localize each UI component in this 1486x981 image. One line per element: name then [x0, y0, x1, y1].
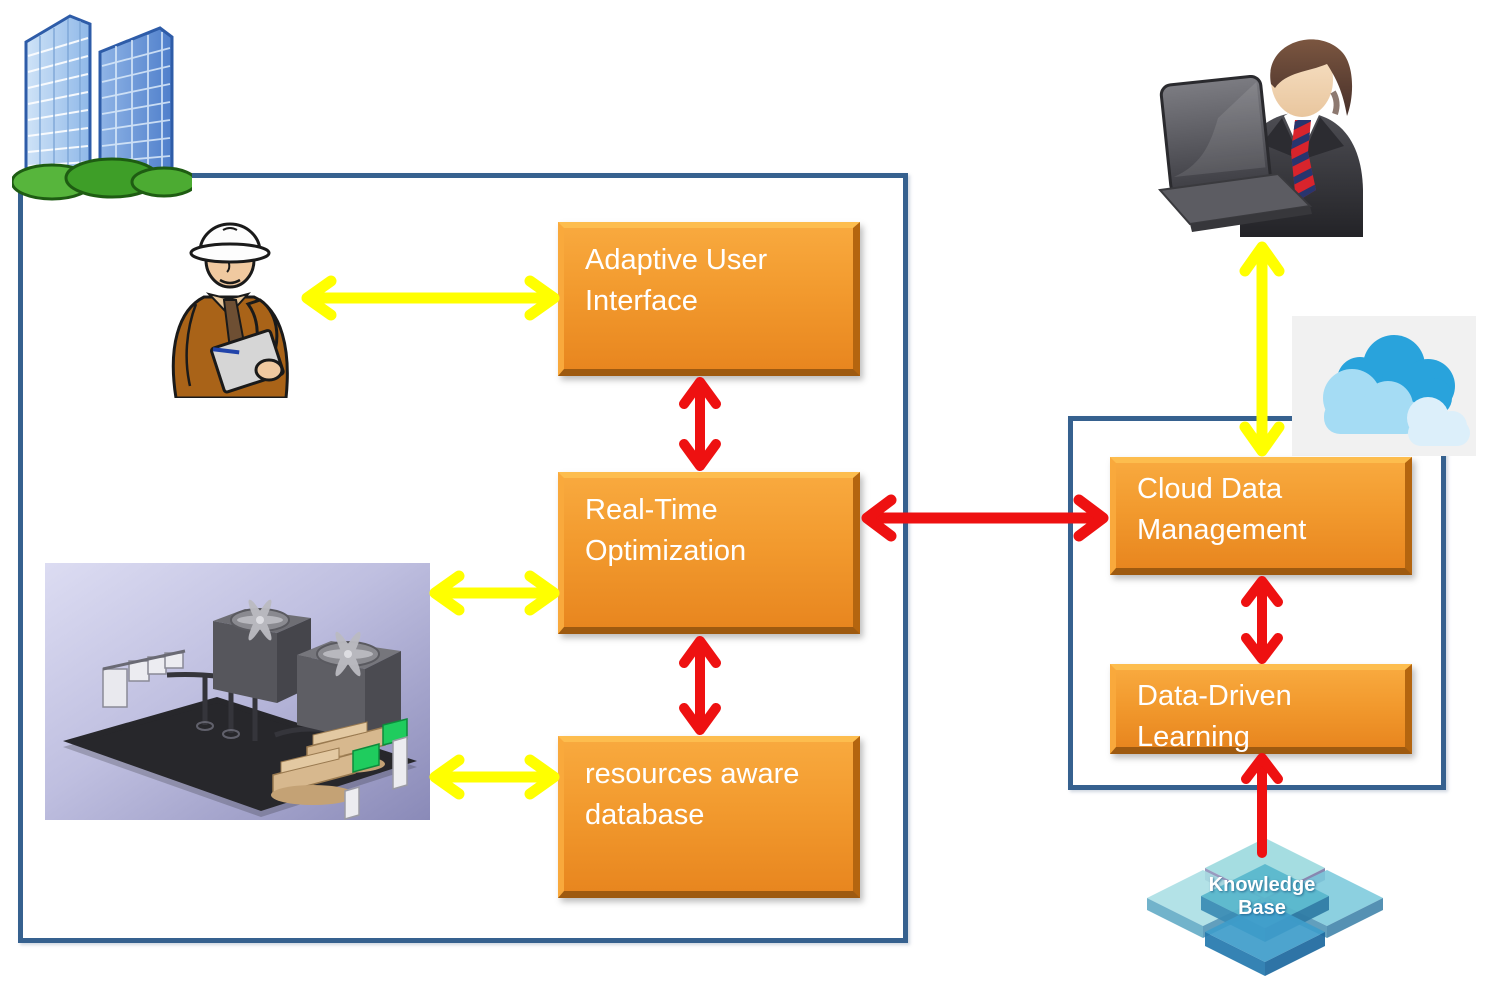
box-adaptive-user-interface: Adaptive User Interface: [558, 222, 860, 376]
knowledge-base-label: Knowledge Base: [1208, 874, 1316, 919]
box-data-driven-learning: Data-Driven Learning: [1110, 664, 1412, 754]
box-adaptive-user-interface-label: Adaptive User Interface: [585, 244, 768, 318]
chiller-plant-3d-icon: [45, 563, 430, 820]
box-resources-aware-database: resources aware database: [558, 736, 860, 898]
box-resources-aware-database-label: resources aware database: [585, 758, 800, 832]
local-system-container: [18, 173, 908, 943]
office-buildings-icon: [12, 14, 192, 201]
box-cloud-data-management: Cloud Data Management: [1110, 457, 1412, 575]
engineer-with-clipboard-icon: [171, 222, 289, 398]
cloud-computing-icon: [1292, 316, 1476, 456]
box-real-time-optimization: Real-Time Optimization: [558, 472, 860, 634]
box-real-time-optimization-label: Real-Time Optimization: [585, 494, 747, 568]
businessman-at-laptop-icon: [1158, 39, 1363, 237]
box-data-driven-learning-label: Data-Driven Learning: [1137, 680, 1292, 754]
box-cloud-data-management-label: Cloud Data Management: [1137, 473, 1307, 547]
knowledge-base-layers-icon: [1147, 838, 1383, 976]
